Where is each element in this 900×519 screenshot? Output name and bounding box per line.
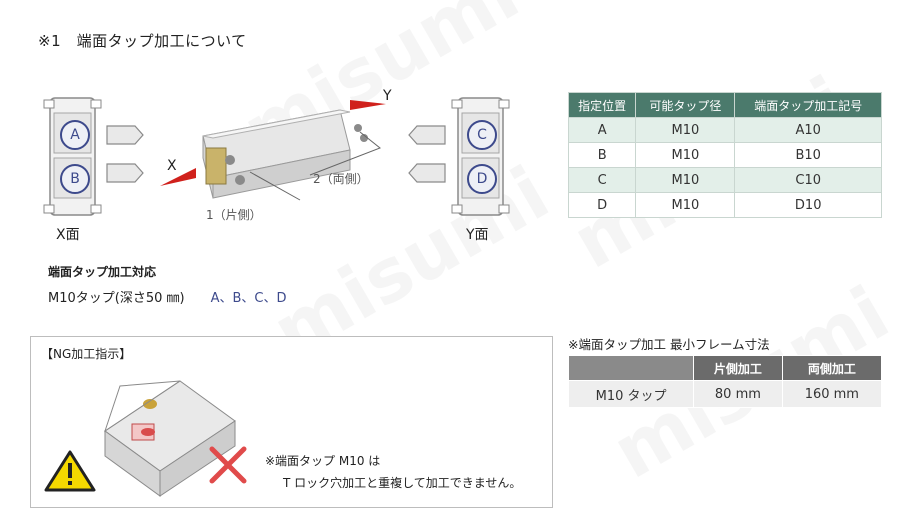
table-cell: A [567,117,637,143]
position-b-marker: B [60,164,90,194]
ng-illustration [44,380,247,497]
insert-arrow-a [106,125,144,145]
ng-note-line1: ※端面タップ M10 は [265,454,381,468]
table-cell: C10 [734,167,882,193]
page-title: ※1 端面タップ加工について [38,32,247,50]
ng-instruction-box [30,336,553,508]
ng-title: 【NG加工指示】 [41,347,132,361]
table-row: A M10 A10 [567,117,882,143]
x-face-profile [43,97,102,216]
table-cell: M10 [635,117,736,143]
one-side-label: 1（片側） [206,208,262,222]
support-heading: 端面タップ加工対応 [48,265,157,279]
min-frame-size-title: ※端面タップ加工 最小フレーム寸法 [568,337,770,352]
table-cell: M10 [635,142,736,168]
ng-cross-icon [209,446,247,484]
table-row: B M10 B10 [567,142,882,168]
y-axis-arrow [350,100,386,110]
table-cell: B10 [734,142,882,168]
y-face-label: Y面 [466,227,489,243]
insert-arrow-b [106,163,144,183]
x-face-label: X面 [56,227,80,243]
aluminium-extrusion [202,109,368,199]
tap-position-table: 指定位置 可能タップ径 端面タップ加工記号 A M10 A10 B M10 B1… [567,92,882,218]
table-header-row: 指定位置 可能タップ径 端面タップ加工記号 [567,92,882,118]
y-axis-label: Y [383,88,392,104]
x-axis-label: X [167,158,177,174]
column-header: 片側加工 [693,355,783,381]
column-header: 可能タップ径 [635,92,736,118]
table-cell: 160 mm [781,380,883,408]
x-axis-arrow [160,168,196,186]
both-sides-label: 2（両側） [313,172,369,186]
insert-arrows [106,125,446,183]
table-cell: 80 mm [693,380,783,408]
warning-icon [44,450,96,492]
support-row: M10タップ(深さ50 ㎜) A、B、C、D [48,287,286,306]
table-cell: B [567,142,637,168]
min-frame-size-table: 片側加工 両側加工 M10 タップ 80 mm 160 mm [567,355,883,408]
table-cell: M10 [635,192,736,218]
column-header: 指定位置 [567,92,637,118]
y-face-profile [451,97,510,216]
column-header [567,355,695,381]
table-row: D M10 D10 [567,192,882,218]
position-c-marker: C [467,120,497,150]
supported-positions: A、B、C、D [210,291,287,306]
position-a-marker: A [60,120,90,150]
leader-lines [249,131,381,201]
table-header-row: 片側加工 両側加工 [567,355,883,381]
table-cell: D [567,192,637,218]
tlock-extrusion [104,380,236,497]
table-row: C M10 C10 [567,167,882,193]
position-d-marker: D [467,164,497,194]
table-cell: M10 [635,167,736,193]
column-header: 両側加工 [781,355,883,381]
table-row: M10 タップ 80 mm 160 mm [567,380,883,408]
tap-spec: M10タップ(深さ50 ㎜) [48,291,185,306]
table-cell: M10 タップ [567,380,695,408]
table-cell: C [567,167,637,193]
ng-note-line2: T ロック穴加工と重複して加工できません。 [283,476,522,490]
column-header: 端面タップ加工記号 [734,92,882,118]
table-cell: D10 [734,192,882,218]
table-cell: A10 [734,117,882,143]
insert-arrow-c [408,125,446,145]
insert-arrow-d [408,163,446,183]
